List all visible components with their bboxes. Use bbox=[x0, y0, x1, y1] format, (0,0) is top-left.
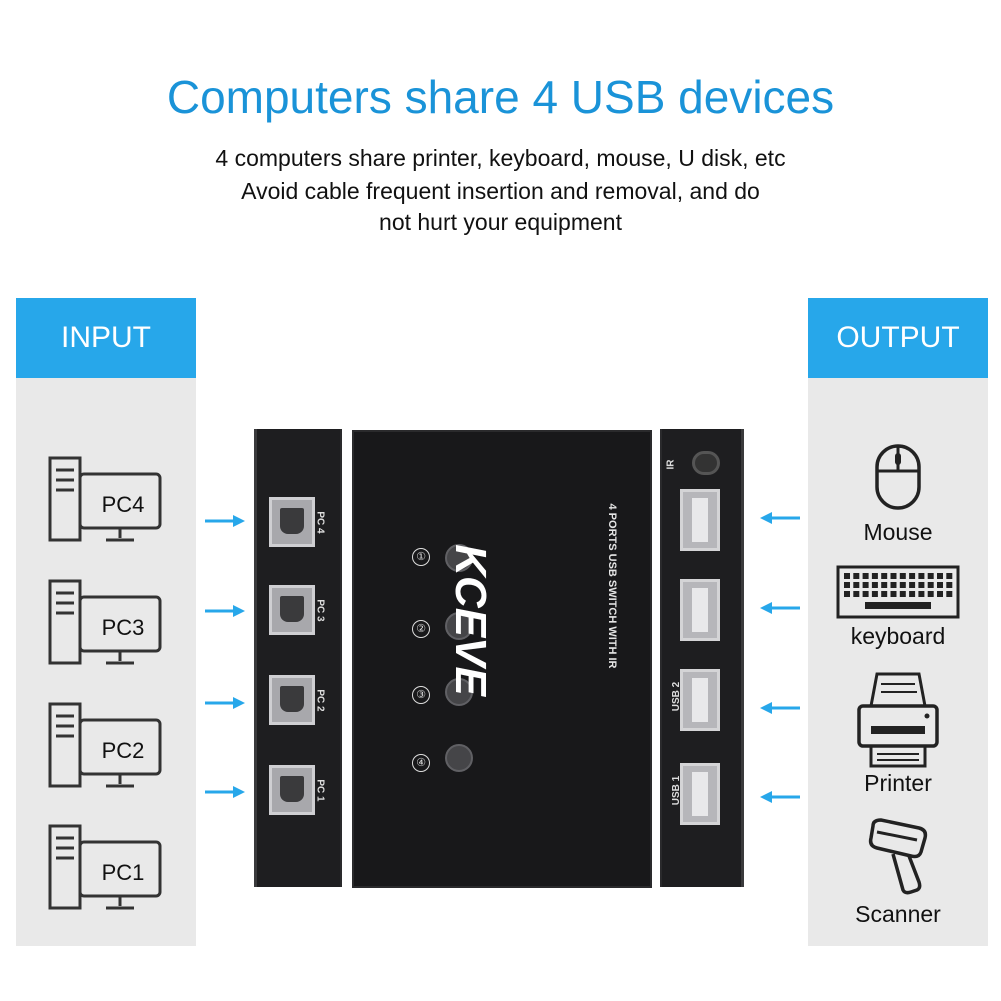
arrow-left-icon bbox=[760, 602, 800, 614]
usb-a-port-usb2[interactable] bbox=[680, 669, 720, 731]
input-panel: INPUT PC4 PC3 bbox=[16, 298, 196, 946]
arrow-right-icon bbox=[205, 697, 245, 709]
keyboard-label: keyboard bbox=[850, 623, 946, 649]
scanner-label: Scanner bbox=[855, 901, 941, 927]
pc2-label: PC2 bbox=[101, 738, 145, 763]
switch-button-4[interactable] bbox=[445, 744, 473, 772]
subtitle-line-3: not hurt your equipment bbox=[379, 209, 622, 235]
brand-logo: KCEVE bbox=[446, 544, 495, 696]
usb-a-port-usb1[interactable] bbox=[680, 763, 720, 825]
pc4-label: PC4 bbox=[101, 492, 145, 517]
computer-icon bbox=[48, 456, 162, 542]
arrow-right-icon bbox=[205, 786, 245, 798]
printer-device bbox=[808, 670, 988, 770]
pc3-computer: PC3 bbox=[48, 579, 186, 673]
keyboard-device bbox=[808, 564, 988, 620]
port-label-pc2: PC 2 bbox=[314, 689, 326, 712]
usb-b-port-pc4[interactable] bbox=[269, 497, 315, 547]
subtitle-line-1: 4 computers share printer, keyboard, mou… bbox=[215, 145, 786, 171]
switch-button-3[interactable] bbox=[445, 678, 473, 706]
port-label-pc3: PC 3 bbox=[314, 599, 326, 622]
port-label-pc1: PC 1 bbox=[314, 779, 326, 802]
usb-a-port-mouse[interactable] bbox=[680, 489, 720, 551]
ir-label: IR bbox=[665, 459, 677, 470]
pc1-label: PC1 bbox=[101, 860, 145, 885]
scanner-icon bbox=[868, 818, 928, 895]
model-text: 4 PORTS USB SWITCH WITH IR bbox=[606, 503, 618, 669]
keyboard-icon bbox=[836, 565, 960, 619]
pc3-label: PC3 bbox=[101, 615, 145, 640]
port-label-pc4: PC 4 bbox=[314, 511, 326, 534]
printer-icon bbox=[857, 672, 939, 768]
headline: Computers share 4 USB devices bbox=[166, 71, 835, 123]
printer-label: Printer bbox=[864, 770, 932, 796]
switch-top-face bbox=[352, 430, 652, 888]
usb-b-port-pc2[interactable] bbox=[269, 675, 315, 725]
switch-button-2[interactable] bbox=[445, 612, 473, 640]
arrow-left-icon bbox=[760, 702, 800, 714]
input-panel-title: INPUT bbox=[16, 298, 196, 378]
arrow-right-icon bbox=[205, 605, 245, 617]
switch-button-1[interactable] bbox=[445, 544, 473, 572]
pc2-computer: PC2 bbox=[48, 702, 186, 796]
usb2-label: USB 2 bbox=[671, 681, 683, 712]
computer-icon bbox=[48, 702, 162, 788]
mouse-label: Mouse bbox=[863, 519, 933, 545]
mouse-icon bbox=[875, 444, 921, 510]
pc1-computer: PC1 bbox=[48, 824, 186, 918]
arrow-left-icon bbox=[760, 791, 800, 803]
output-panel-title: OUTPUT bbox=[808, 298, 988, 378]
ir-sensor-icon bbox=[692, 451, 720, 475]
usb-a-port-keyboard[interactable] bbox=[680, 579, 720, 641]
button-number-4: ④ bbox=[412, 754, 430, 772]
button-number-2: ② bbox=[412, 620, 430, 638]
usb-b-port-pc1[interactable] bbox=[269, 765, 315, 815]
button-number-3: ③ bbox=[412, 686, 430, 704]
pc4-computer: PC4 bbox=[48, 456, 186, 550]
button-number-1: ① bbox=[412, 548, 430, 566]
output-panel: OUTPUT Mouse keyboard Printer bbox=[808, 298, 988, 946]
usb-b-port-pc3[interactable] bbox=[269, 585, 315, 635]
mouse-device bbox=[808, 443, 988, 513]
subtitle-line-2: Avoid cable frequent insertion and remov… bbox=[241, 178, 760, 204]
computer-icon bbox=[48, 824, 162, 910]
computer-icon bbox=[48, 579, 162, 665]
scanner-device bbox=[808, 818, 988, 896]
usb1-label: USB 1 bbox=[671, 775, 683, 806]
switch-input-side: PC 4 PC 3 PC 2 PC 1 bbox=[254, 429, 342, 887]
switch-output-side: IR USB 2 USB 1 bbox=[660, 429, 744, 887]
arrow-left-icon bbox=[760, 512, 800, 524]
arrow-right-icon bbox=[205, 515, 245, 527]
